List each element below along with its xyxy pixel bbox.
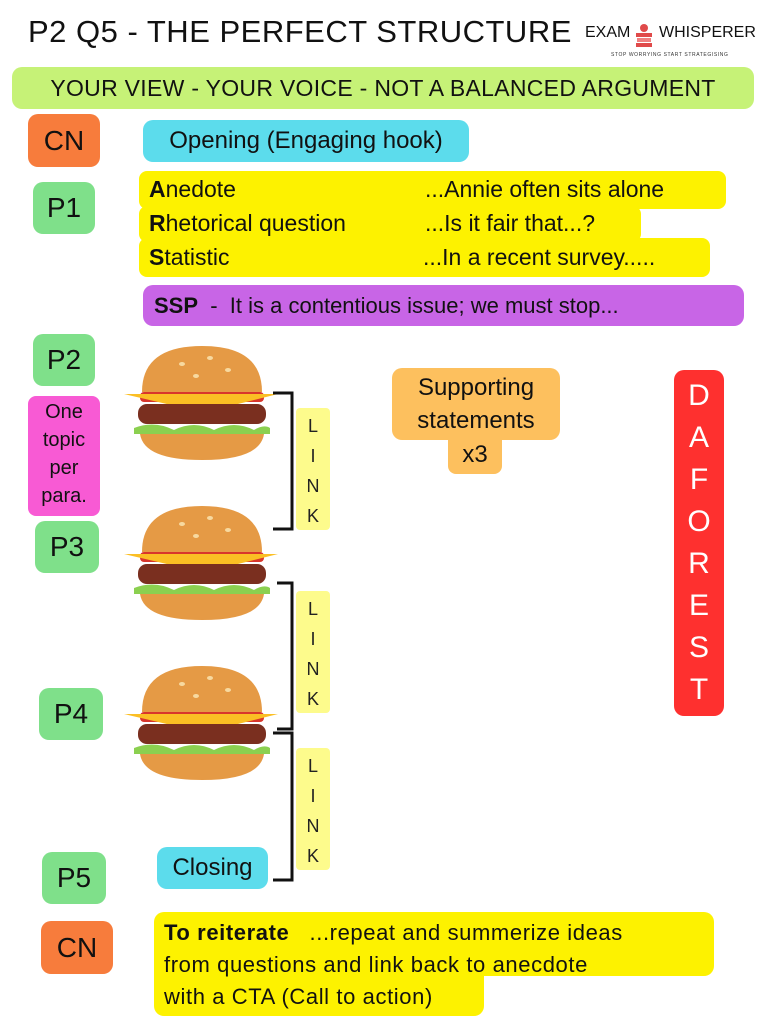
conclusion-box-bottom — [154, 974, 484, 1016]
p5-label: P5 — [42, 852, 106, 904]
cn-label-top: CN — [28, 114, 100, 167]
burger-icon — [124, 346, 278, 460]
supporting-count: x3 — [448, 436, 502, 474]
cn-label-bottom: CN — [41, 921, 113, 974]
p1-row-anecdote: Anedote ...Annie often sits alone — [139, 171, 726, 209]
p1-row-statistic: Statistic ...In a recent survey..... — [139, 238, 710, 277]
link-brackets — [273, 391, 294, 882]
rhetorical-label: hetorical question — [165, 210, 346, 236]
p2-label: P2 — [33, 334, 95, 386]
anecdote-label: nedote — [165, 176, 236, 202]
opening-hook-box: Opening (Engaging hook) — [143, 120, 469, 162]
to-reiterate: To reiterate — [164, 920, 290, 945]
one-topic-note: One topic per para. — [28, 396, 100, 516]
conclusion-box-top — [154, 912, 714, 976]
ssp-box: SSP - It is a contentious issue; we must… — [143, 285, 744, 326]
initial-s: S — [149, 244, 165, 270]
statistic-label: tatistic — [164, 244, 230, 270]
logo-word-whisperer: WHISPERER — [659, 24, 756, 41]
ssp-text: - It is a contentious issue; we must sto… — [198, 293, 619, 318]
ssp-label: SSP — [154, 293, 199, 318]
exam-whisperer-logo: EXAM WHISPERER STOP WORRYING START STRAT… — [585, 22, 756, 62]
rhetorical-example: ...Is it fair that...? — [425, 210, 596, 236]
statistic-example: ...In a recent survey..... — [423, 244, 656, 270]
burger-icon — [124, 666, 278, 780]
daforest-box: D A F O R E S T — [674, 370, 724, 716]
closing-box: Closing — [157, 847, 268, 889]
p4-label: P4 — [39, 688, 103, 740]
book-stack-icon — [636, 24, 652, 47]
supporting-statements-box: Supporting statements — [392, 368, 560, 440]
anecdote-example: ...Annie often sits alone — [425, 176, 665, 202]
initial-r: R — [149, 210, 166, 236]
p3-label: P3 — [35, 521, 99, 573]
banner-your-view: YOUR VIEW - YOUR VOICE - NOT A BALANCED … — [12, 67, 754, 109]
page-title: P2 Q5 - THE PERFECT STRUCTURE — [28, 14, 572, 49]
logo-word-exam: EXAM — [585, 24, 631, 41]
p1-row-rhetorical: Rhetorical question ...Is it fair that..… — [139, 206, 641, 242]
initial-a: A — [149, 176, 166, 202]
burger-icon — [124, 506, 278, 620]
p1-label: P1 — [33, 182, 95, 234]
conclusion-text: To reiterate ...repeat and summerize ide… — [164, 920, 623, 1009]
logo-tagline: STOP WORRYING START STRATEGISING — [611, 52, 729, 58]
